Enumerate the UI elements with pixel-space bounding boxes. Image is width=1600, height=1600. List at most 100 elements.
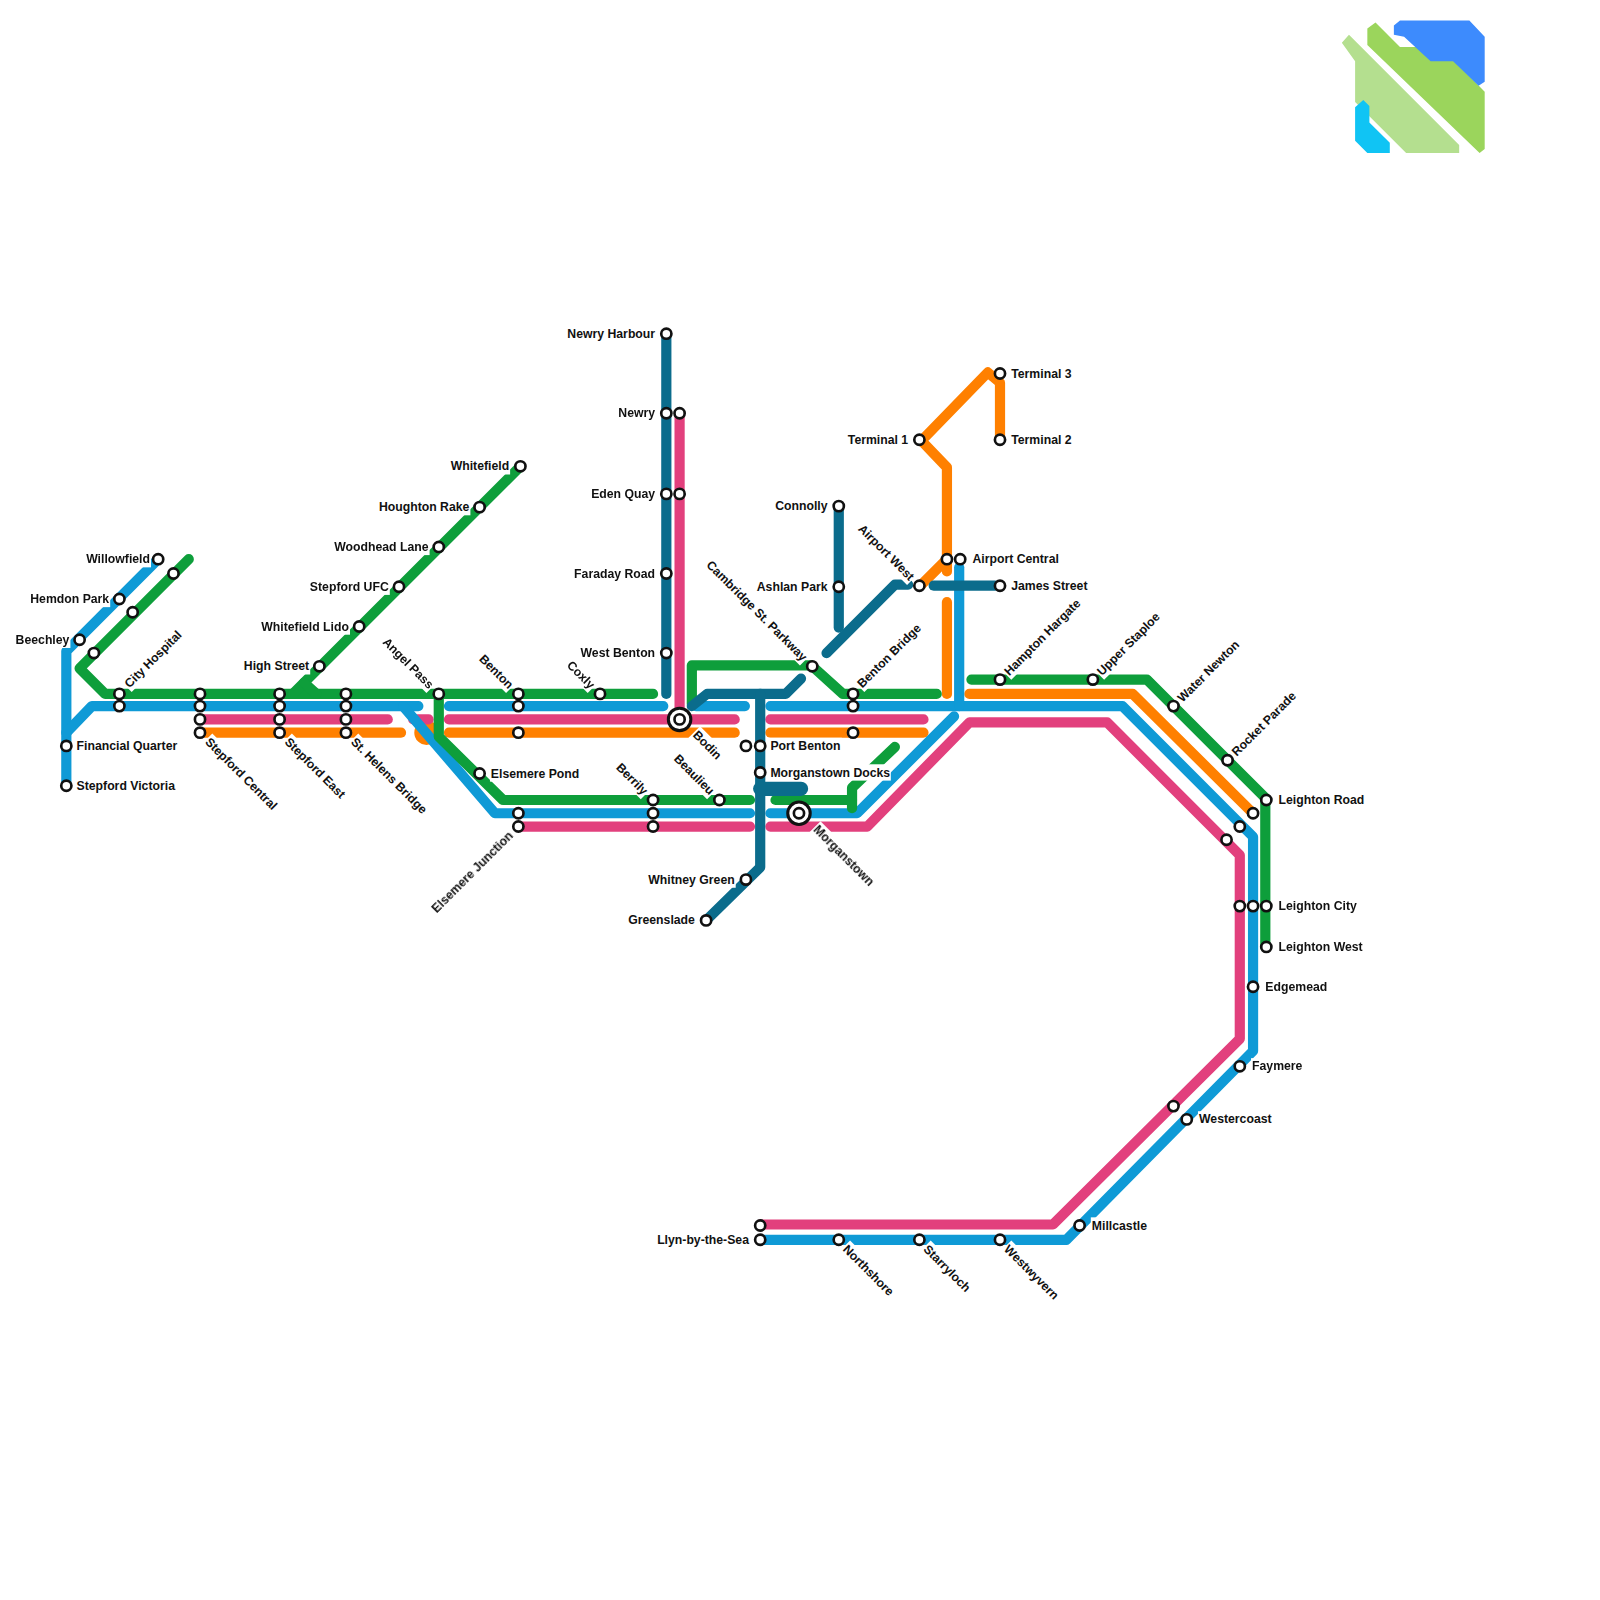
logo-shape: [1394, 20, 1485, 85]
station-dot: [595, 689, 605, 699]
station-name: Newry Harbour: [566, 326, 656, 342]
station-name: Ashlan Park: [756, 579, 829, 595]
route-line: [942, 602, 952, 694]
station-dot: [341, 701, 351, 711]
station-name: Leighton West: [1278, 939, 1364, 955]
station-dot: [755, 1220, 765, 1230]
station-dot: [914, 581, 924, 591]
station-name: Stepford Victoria: [76, 778, 176, 794]
station-name: Elsemere Pond: [490, 765, 581, 781]
station-name: Starryloch: [919, 1241, 975, 1297]
station-name: Millcastle: [1091, 1217, 1148, 1233]
station-name: West Benton: [579, 645, 656, 661]
station-dot: [195, 689, 205, 699]
station-dot: [474, 768, 484, 778]
route-line: [439, 694, 750, 800]
station-dot: [741, 741, 751, 751]
route-line: [834, 506, 844, 627]
station-name: Houghton Rake: [378, 499, 471, 515]
station-name: Whitefield Lido: [260, 618, 350, 634]
route-line: [661, 334, 671, 694]
station-dot: [1221, 835, 1231, 845]
station-dot: [1222, 755, 1232, 765]
station-name: Whitney Green: [647, 871, 735, 887]
station-dot: [834, 1235, 844, 1245]
station-dot: [341, 689, 351, 699]
station-name: Morganstown: [809, 821, 878, 890]
station-dot: [1248, 901, 1258, 911]
station-dot: [1088, 674, 1098, 684]
station-dot: [434, 542, 444, 552]
station-dot: [274, 714, 284, 724]
station-dot: [661, 648, 671, 658]
station-dot: [701, 915, 711, 925]
station-name: Cambridge St. Parkway: [702, 556, 811, 665]
station-dot: [942, 554, 952, 564]
route-line: [770, 714, 923, 724]
route-line: [971, 680, 1265, 947]
station-dot: [274, 701, 284, 711]
station-dot: [661, 329, 671, 339]
station-dot: [741, 874, 751, 884]
station-dot: [1168, 701, 1178, 711]
station-name: Leighton Road: [1278, 792, 1366, 808]
station-dot: [274, 689, 284, 699]
station-dot: [513, 701, 523, 711]
station-dot: [995, 674, 1005, 684]
station-dot: [513, 808, 523, 818]
blue-line: [66, 559, 1253, 1240]
station-name: Airport West: [854, 520, 919, 585]
station-dot: [195, 701, 205, 711]
route-line: [520, 821, 750, 831]
station-name: Newry: [617, 405, 656, 421]
station-dot: [513, 821, 523, 831]
station-dot: [995, 435, 1005, 445]
station-dot: [848, 701, 858, 711]
station-name: Greenslade: [627, 912, 696, 928]
station-name: Beechley: [15, 632, 71, 648]
station-dot: [434, 689, 444, 699]
station-name: Faraday Road: [573, 565, 656, 581]
station-name: Westercoast: [1198, 1111, 1273, 1127]
station-dot: [153, 554, 163, 564]
station-dot: [394, 582, 404, 592]
station-dot: [1261, 795, 1271, 805]
route-line: [692, 679, 801, 707]
station-dot: [354, 621, 364, 631]
route-line: [204, 728, 401, 738]
station-dot: [1168, 1101, 1178, 1111]
station-dot: [661, 408, 671, 418]
route-line: [204, 714, 388, 724]
station-name: Whitefield: [450, 458, 511, 474]
station-dot: [914, 1235, 924, 1245]
station-dot: [834, 501, 844, 511]
interchange-ring: [788, 802, 810, 824]
station-name: Rocket Parade: [1227, 687, 1300, 760]
station-dot: [1248, 808, 1258, 818]
station-name: Woodhead Lane: [333, 539, 429, 555]
station-dot: [995, 581, 1005, 591]
interchange-symbol: [788, 802, 810, 824]
station-name: Hemdon Park: [29, 591, 110, 607]
station-dot: [1235, 901, 1245, 911]
teal-line: [666, 334, 995, 921]
station-dot: [648, 808, 658, 818]
station-dot: [1261, 942, 1271, 952]
station-dot: [61, 741, 71, 751]
station-name: Airport Central: [971, 551, 1059, 567]
route-line: [770, 728, 923, 738]
station-dot: [807, 661, 817, 671]
station-dot: [648, 821, 658, 831]
station-name: Leighton City: [1278, 898, 1358, 914]
station-dot: [955, 554, 965, 564]
station-name: Angel Pass: [378, 633, 438, 693]
station-name: Edgemead: [1264, 979, 1328, 995]
interchange-core: [794, 808, 804, 818]
station-name: Port Benton: [769, 738, 841, 754]
station-dot: [914, 435, 924, 445]
interchange-symbol: [668, 708, 690, 730]
station-dot: [661, 568, 671, 578]
station-name: Stepford Central: [201, 733, 282, 814]
station-dot: [848, 689, 858, 699]
